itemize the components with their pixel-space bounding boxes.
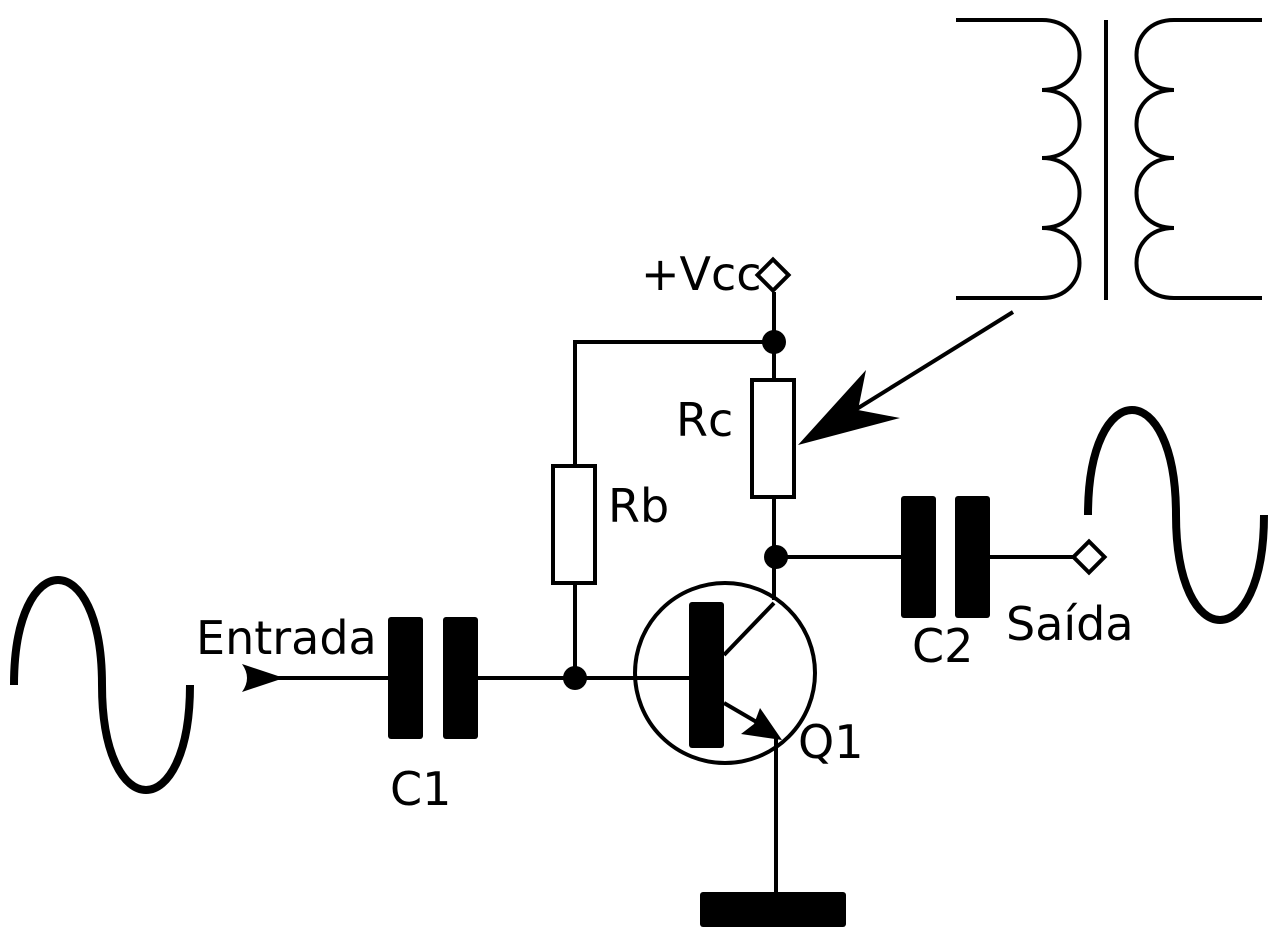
output-terminal xyxy=(1070,538,1108,576)
c1-plate-left xyxy=(388,617,423,739)
input-path xyxy=(242,617,690,739)
transistor-q1 xyxy=(633,581,817,895)
label-c1: C1 xyxy=(390,762,451,816)
label-entrada: Entrada xyxy=(196,611,377,665)
transistor-collector xyxy=(722,601,776,657)
emitter-arrow-icon xyxy=(741,708,782,740)
ground-symbol xyxy=(700,892,846,927)
transformer-primary-coil xyxy=(956,18,1082,300)
label-c2: C2 xyxy=(912,619,973,673)
variable-arrow xyxy=(798,310,1015,445)
label-vcc: +Vcc xyxy=(641,247,762,301)
c1-plate-right xyxy=(443,617,478,739)
vcc-rail xyxy=(573,256,792,466)
c2-plate-right xyxy=(955,496,990,618)
label-rb: Rb xyxy=(608,479,669,533)
rc-body xyxy=(750,378,796,499)
label-saida: Saída xyxy=(1006,597,1134,651)
vcc-terminal xyxy=(754,256,792,294)
c2-plate-left xyxy=(901,496,936,618)
transistor-base-bar xyxy=(689,602,724,748)
input-sine-wave xyxy=(10,576,194,794)
transistor-envelope xyxy=(633,581,817,765)
resistor-rc xyxy=(750,378,796,600)
transistor-emitter xyxy=(722,701,762,726)
label-q1: Q1 xyxy=(798,715,863,769)
transformer xyxy=(956,18,1262,300)
resistor-rb xyxy=(551,464,597,690)
rb-body xyxy=(551,464,597,585)
transformer-secondary-coil xyxy=(1134,18,1262,300)
output-sine-wave xyxy=(1084,406,1268,624)
vcc-node-junction xyxy=(762,330,786,354)
label-rc: Rc xyxy=(676,393,733,447)
output-path xyxy=(776,496,1108,618)
arrow-head-icon xyxy=(798,370,900,445)
